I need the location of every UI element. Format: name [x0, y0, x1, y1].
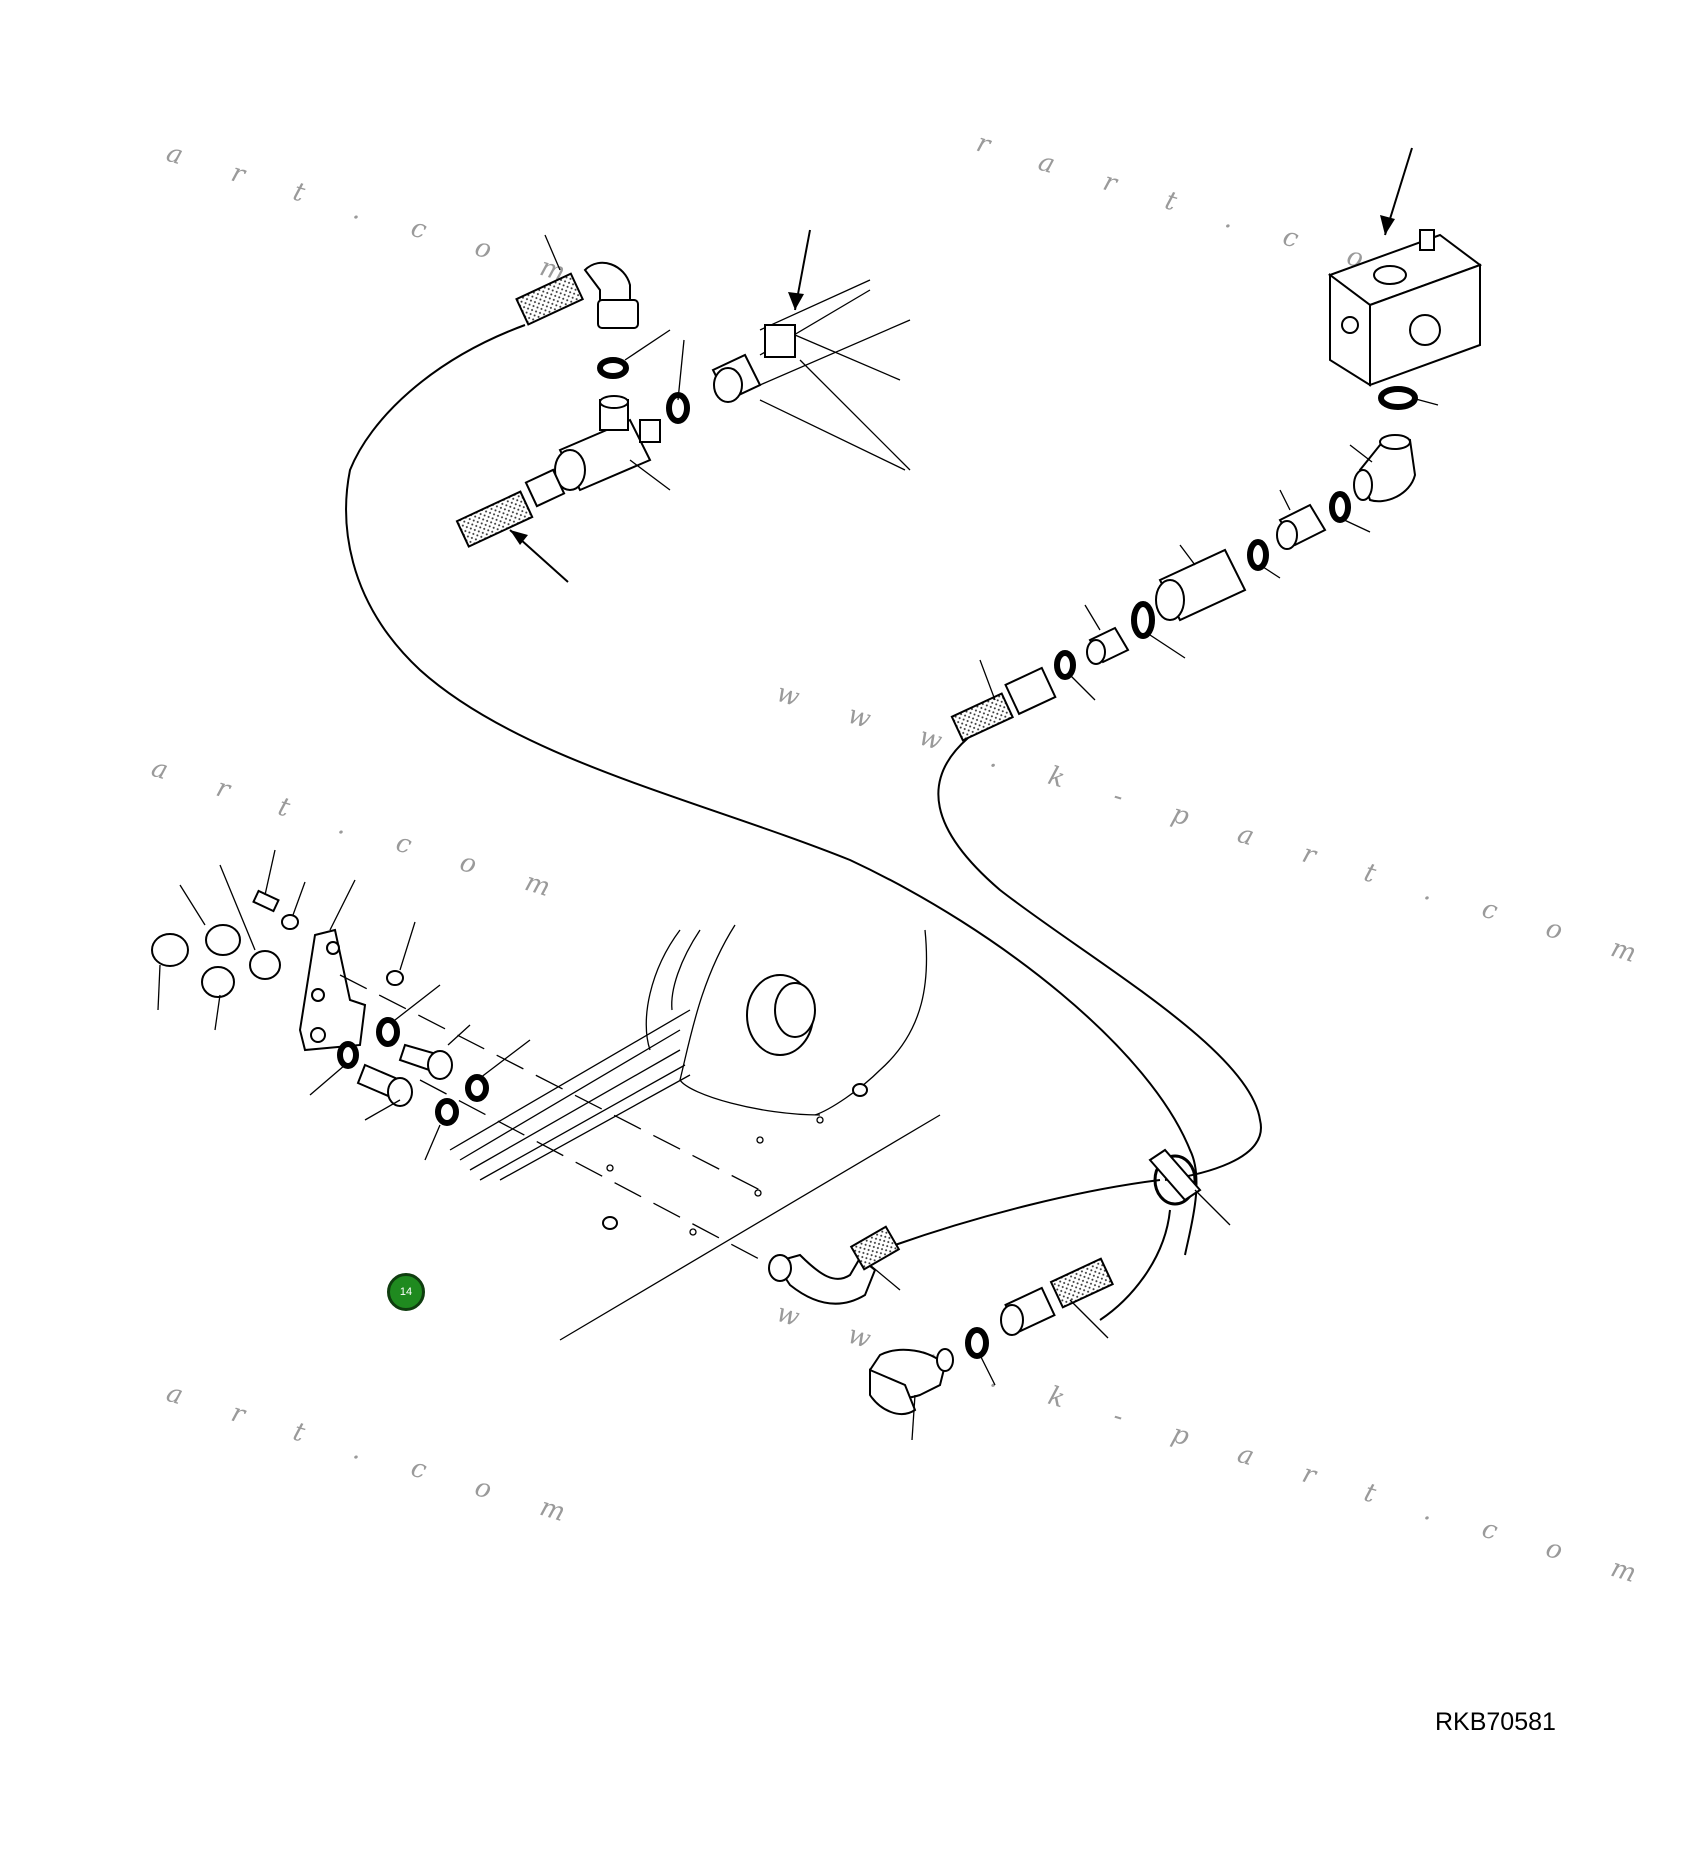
- bolt-icon: [356, 1024, 471, 1121]
- watermark-1: a r t . c o m: [163, 138, 590, 294]
- bolt-icon: [252, 849, 306, 930]
- callout-badge-14[interactable]: 14: [387, 1273, 425, 1311]
- o-ring-icon: [1247, 539, 1269, 571]
- o-ring-icon: [965, 1327, 989, 1359]
- nut-icon: [1276, 489, 1327, 550]
- elbow-fitting-icon: [768, 1225, 901, 1305]
- nut-icon: [386, 921, 416, 986]
- machine-frame: [449, 924, 941, 1341]
- watermark-5: a r t . c o m: [163, 1378, 590, 1534]
- centerline: [339, 974, 761, 1191]
- frame-connector: [711, 229, 911, 471]
- hydraulic-hose-icon: [345, 324, 1262, 1321]
- hydraulic-hose-icon: [1000, 1257, 1115, 1339]
- o-ring-icon: [435, 1098, 459, 1126]
- watermark-3: w w w . k - p a r t . c o m: [773, 678, 1661, 975]
- callout-badge-label: 14: [399, 1286, 413, 1298]
- watermark-4: a r t . c o m: [148, 753, 575, 909]
- valve-block-icon: [1327, 147, 1483, 387]
- elbow-fitting-icon: [1349, 434, 1417, 503]
- o-ring-icon: [1329, 491, 1351, 523]
- elbow-fitting-icon: [869, 1348, 954, 1441]
- nut-icon: [151, 864, 281, 1031]
- o-ring-icon: [376, 1017, 400, 1047]
- drawing-code-label: RKB70581: [1435, 1708, 1556, 1736]
- elbow-fitting-icon: [515, 234, 639, 329]
- hose-clamp-icon: [1148, 1148, 1231, 1226]
- tee-fitting-icon: [554, 395, 671, 492]
- o-ring-icon: [597, 357, 629, 379]
- o-ring-icon: [1131, 601, 1155, 639]
- hydraulic-hose-icon: [950, 659, 1057, 742]
- o-ring-icon: [337, 1041, 359, 1069]
- bracket-plate-icon: [298, 879, 367, 1052]
- hydraulic-hose-icon: [455, 468, 569, 583]
- centerline: [419, 1079, 781, 1271]
- adapter-icon: [1084, 604, 1130, 665]
- o-ring-icon: [465, 1074, 489, 1102]
- hose-union-icon: [1155, 544, 1247, 622]
- o-ring-icon: [1054, 650, 1076, 680]
- watermark-6: w w w . k - p a r t . c o m: [773, 1298, 1661, 1595]
- o-ring-icon: [1378, 386, 1418, 410]
